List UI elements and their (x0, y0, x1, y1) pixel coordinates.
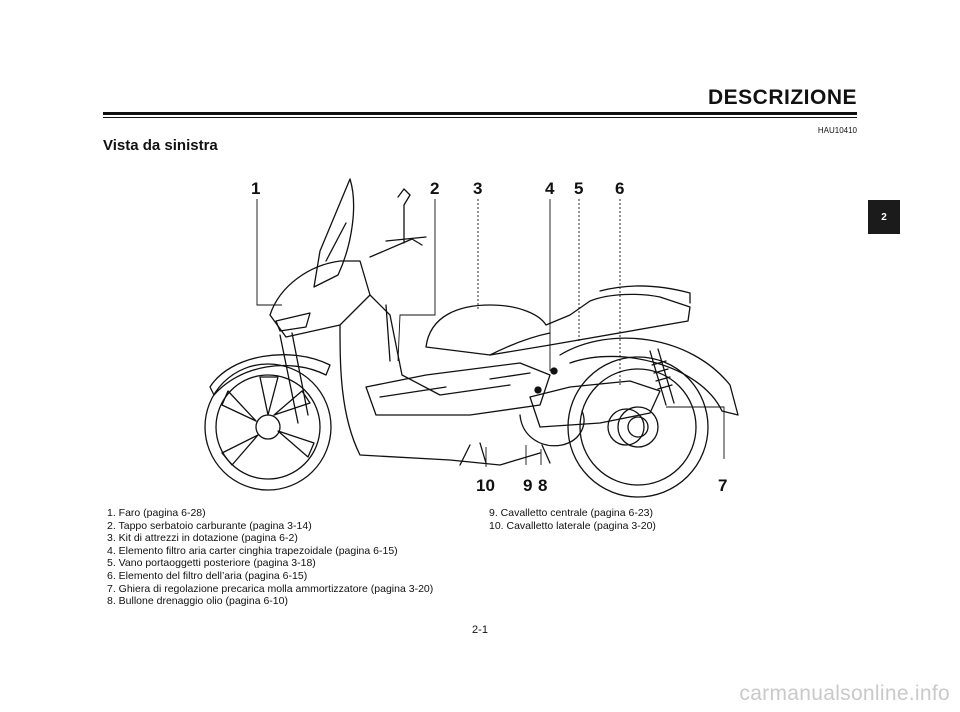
scooter-illustration (190, 165, 750, 505)
chapter-tab: 2 (868, 200, 900, 234)
legend-item: 2. Tappo serbatoio carburante (pagina 3-… (107, 519, 312, 532)
legend-item: 7. Ghiera di regolazione precarica molla… (107, 582, 434, 595)
legend-item: 1. Faro (pagina 6-28) (107, 507, 206, 519)
callout-7: 7 (718, 476, 728, 495)
callout-5: 5 (574, 179, 584, 198)
front-tire (204, 363, 332, 491)
callout-10: 10 (476, 476, 495, 495)
callout-4: 4 (545, 179, 555, 198)
legend-item: 8. Bullone drenaggio olio (pagina 6-10) (107, 595, 288, 608)
legend-item: 10. Cavalletto laterale (pagina 3-20) (489, 519, 656, 532)
header-rule-thin (103, 117, 857, 118)
page-number: 2-1 (472, 624, 488, 636)
callout-8: 8 (538, 476, 548, 495)
callout-9: 9 (523, 476, 533, 495)
header-rule-thick (103, 112, 857, 115)
scooter-drawing (204, 178, 739, 498)
page-subtitle: Vista da sinistra (103, 137, 218, 154)
legend-item: 4. Elemento filtro aria carter cinghia t… (107, 544, 398, 557)
legend-item: 5. Vano portaoggetti posteriore (pagina … (107, 557, 316, 570)
callout-3: 3 (473, 179, 483, 198)
legend-left-column: 1. Faro (pagina 6-28) 2. Tappo serbatoio… (107, 507, 433, 608)
reference-code: HAU10410 (817, 126, 857, 135)
leader-lines (256, 199, 725, 467)
watermark: carmanualsonline.info (739, 682, 950, 705)
legend-item: 9. Cavalletto centrale (pagina 6-23) (489, 507, 654, 519)
callout-2: 2 (430, 179, 440, 198)
legend-item: 3. Kit di attrezzi in dotazione (pagina … (107, 532, 298, 545)
legend-item: 6. Elemento del filtro dell’aria (pagina… (107, 569, 308, 582)
section-title: DESCRIZIONE (707, 86, 857, 109)
callout-6: 6 (615, 179, 625, 198)
callout-1: 1 (251, 179, 261, 198)
rear-tire (567, 356, 709, 498)
legend-right-column: 9. Cavalletto centrale (pagina 6-23) 10.… (489, 507, 656, 532)
